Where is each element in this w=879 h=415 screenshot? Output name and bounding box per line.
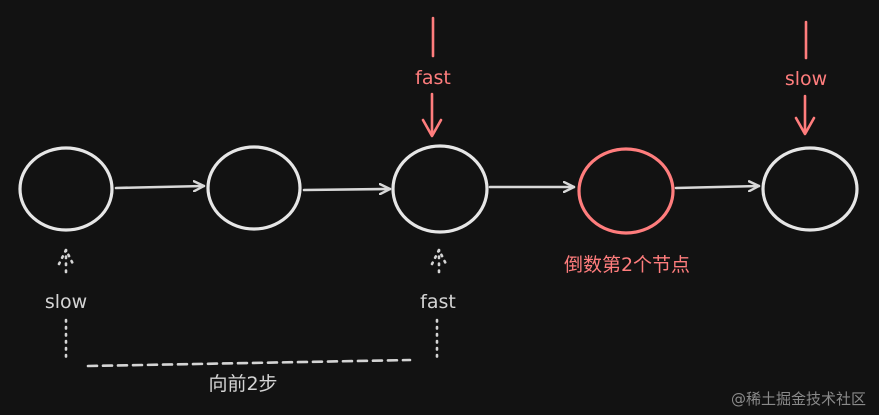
slow-bottom-dotted-arrowhead — [57, 247, 75, 266]
slow-bottom-label: slow — [45, 291, 87, 313]
link-arrow-4-5 — [674, 186, 761, 188]
slow-top-label: slow — [785, 68, 827, 90]
highlight-node-label: 倒数第2个节点 — [564, 254, 690, 276]
list-node-4-highlighted — [577, 147, 675, 235]
fast-top-arrowhead — [421, 118, 443, 138]
watermark: @稀土掘金技术社区 — [731, 390, 866, 408]
list-node-1 — [18, 146, 114, 232]
list-node-2 — [206, 145, 302, 231]
fast-top-label: fast — [415, 67, 451, 89]
list-node-5 — [761, 146, 859, 232]
link-arrow-2-3 — [302, 189, 392, 190]
fast-bottom-label: fast — [420, 291, 456, 313]
step-dashed-connector — [86, 358, 412, 368]
list-node-3 — [391, 144, 489, 234]
fast-bottom-dotted-arrowhead — [430, 247, 448, 266]
link-arrow-1-2 — [114, 186, 206, 188]
step-label: 向前2步 — [208, 373, 277, 395]
slow-top-arrowhead — [794, 116, 816, 136]
